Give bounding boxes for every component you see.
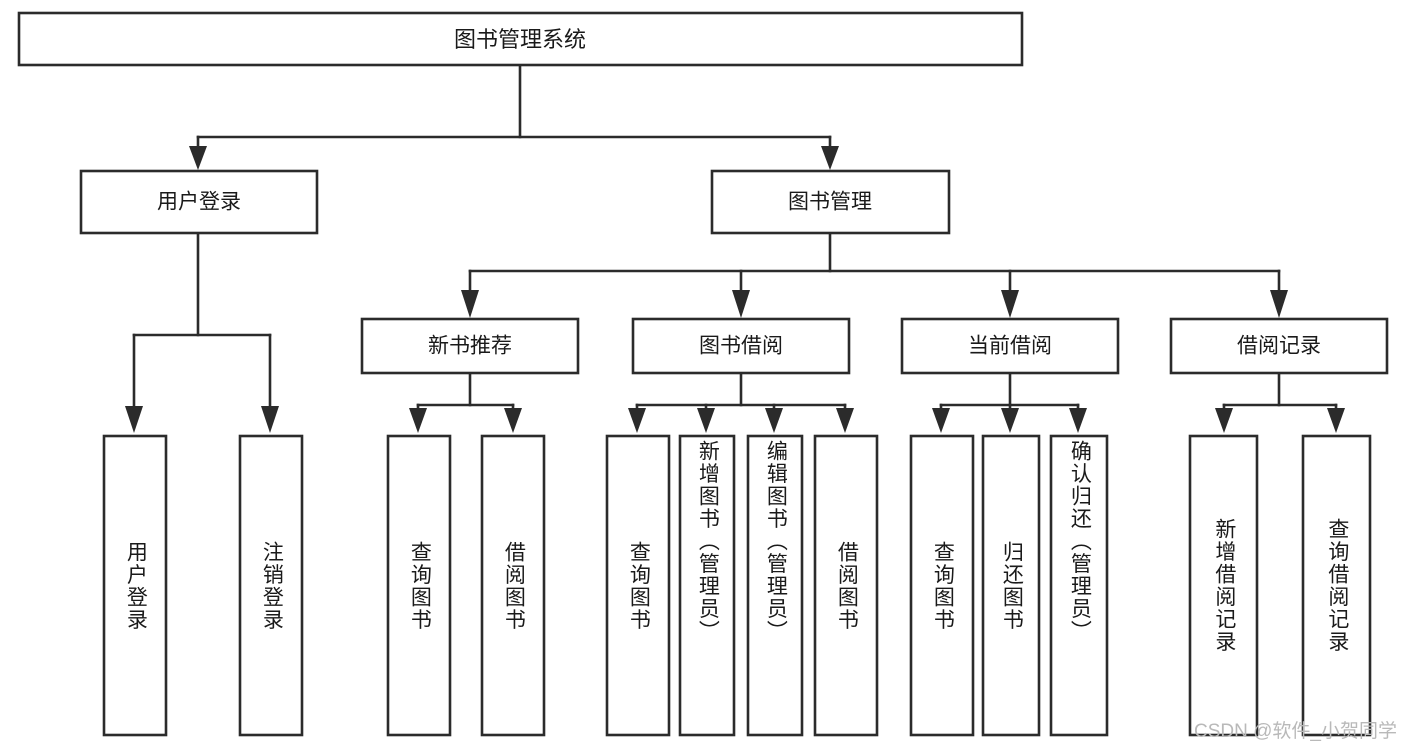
node-book-manage-box[interactable] <box>710 169 951 235</box>
arrow-to-current-borrow <box>1001 290 1019 318</box>
arrow-leaf-edit-book-admin <box>765 408 783 433</box>
node-borrow-record-label: 借阅记录 <box>1237 335 1321 358</box>
node-user-login-box[interactable] <box>79 169 319 235</box>
leaf-add-book-admin-box[interactable] <box>678 434 736 737</box>
arrow-to-user-login <box>189 146 207 170</box>
node-new-book-recommend[interactable]: 新书推荐 <box>360 317 580 375</box>
leaf-return-book-box[interactable] <box>981 434 1041 737</box>
arrow-leaf-add-book-admin <box>697 408 715 433</box>
node-new-book-recommend-label: 新书推荐 <box>428 335 512 358</box>
node-current-borrow-box[interactable] <box>900 317 1120 375</box>
arrow-leaf-add-borrow-record <box>1215 408 1233 433</box>
node-root[interactable]: 图书管理系统 <box>17 11 1024 67</box>
leaf-borrow-book-1-box[interactable] <box>480 434 546 737</box>
leaf-box-layer <box>102 434 1372 737</box>
arrow-leaf-query-book-2 <box>628 408 646 433</box>
csdn-watermark: CSDN @软件_小贺同学 <box>1194 721 1397 742</box>
arrow-leaf-query-borrow-record <box>1327 408 1345 433</box>
arrow-to-book-borrow <box>732 290 750 318</box>
arrow-leaf-user-login <box>125 406 143 433</box>
node-book-manage[interactable]: 图书管理 <box>710 169 951 235</box>
node-book-manage-label: 图书管理 <box>788 191 872 214</box>
node-current-borrow-label: 当前借阅 <box>968 335 1052 358</box>
node-root-label: 图书管理系统 <box>454 27 586 52</box>
leaf-logout-login-box[interactable] <box>238 434 304 737</box>
leaf-confirm-return-admin-box[interactable] <box>1049 434 1109 737</box>
leaf-user-login-box[interactable] <box>102 434 168 737</box>
node-user-login[interactable]: 用户登录 <box>79 169 319 235</box>
arrow-leaf-return-book <box>1001 408 1019 433</box>
node-book-borrow-box[interactable] <box>631 317 851 375</box>
node-new-book-recommend-box[interactable] <box>360 317 580 375</box>
arrow-leaf-confirm-return-admin <box>1069 408 1087 433</box>
arrow-leaf-borrow-book-2 <box>836 408 854 433</box>
leaf-query-book-2-box[interactable] <box>605 434 671 737</box>
leaf-borrow-book-2-box[interactable] <box>813 434 879 737</box>
arrow-to-new-book-recommend <box>461 290 479 318</box>
leaf-query-book-1-box[interactable] <box>386 434 452 737</box>
node-current-borrow[interactable]: 当前借阅 <box>900 317 1120 375</box>
leaf-query-borrow-record-box[interactable] <box>1301 434 1372 737</box>
arrow-to-book-manage <box>821 146 839 170</box>
arrow-leaf-logout-login <box>261 406 279 433</box>
arrow-leaf-query-book-3 <box>932 408 950 433</box>
arrow-leaf-borrow-book-1 <box>504 408 522 433</box>
node-borrow-record-box[interactable] <box>1169 317 1389 375</box>
leaf-query-book-3-box[interactable] <box>909 434 975 737</box>
node-book-borrow-label: 图书借阅 <box>699 335 783 358</box>
node-book-borrow[interactable]: 图书借阅 <box>631 317 851 375</box>
leaf-add-borrow-record-box[interactable] <box>1188 434 1259 737</box>
node-root-box[interactable] <box>17 11 1024 67</box>
connector-layer <box>125 64 1345 433</box>
node-user-login-label: 用户登录 <box>157 191 241 214</box>
leaf-edit-book-admin-box[interactable] <box>746 434 804 737</box>
arrow-to-borrow-record <box>1270 290 1288 318</box>
arrow-leaf-query-book-1 <box>409 408 427 433</box>
node-borrow-record[interactable]: 借阅记录 <box>1169 317 1389 375</box>
